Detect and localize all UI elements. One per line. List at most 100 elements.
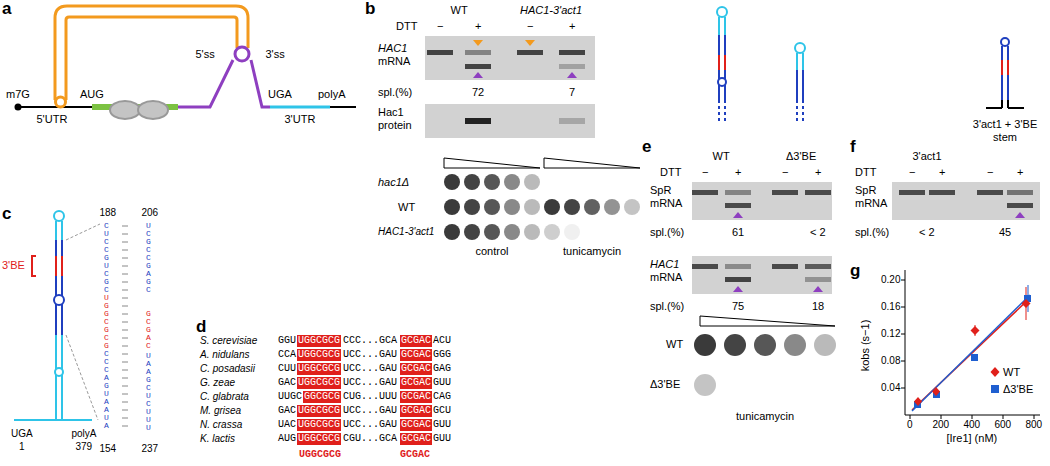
element-label: 3'BE <box>2 259 25 272</box>
yeast-spot <box>584 199 600 215</box>
construct-icons <box>724 17 726 35</box>
yeast-spot <box>544 199 560 215</box>
yeast-spot <box>564 199 580 215</box>
gel-panel-e-f <box>692 264 718 269</box>
mrna-schematic <box>66 17 237 100</box>
conserved-motif: GCGAC <box>400 405 432 417</box>
construct-icons <box>1001 60 1003 75</box>
panel-letter: f <box>850 138 856 156</box>
tick-label: 0.20 <box>881 274 900 286</box>
lane-sign: + <box>1017 166 1023 179</box>
kinetics-chart <box>901 334 905 335</box>
kinetics-chart <box>910 415 911 419</box>
sequence-flank: GCU <box>433 405 451 417</box>
condition-label: tunicamycin <box>563 245 621 258</box>
species-name: N. crassa <box>200 419 242 431</box>
gel-panel-e-f <box>725 203 751 208</box>
sequence-flank: GAC <box>278 405 296 417</box>
species-name: C. posadasii <box>200 363 255 375</box>
value-label: 75 <box>732 300 744 313</box>
gel-panel-e-f <box>692 182 1040 326</box>
sequence-strand: GCGAC <box>146 310 151 350</box>
construct-icons <box>718 17 720 35</box>
sequence-spacer: UCC...GAU <box>343 377 397 389</box>
yeast-spot <box>504 224 520 240</box>
species-name: M. grisea <box>200 405 241 417</box>
construct-icons <box>1001 100 1003 108</box>
sequence-flank: GGG <box>433 349 451 361</box>
sequence-spacer: CUG...UUU <box>343 391 397 403</box>
utr-hairpin <box>55 256 57 276</box>
mrna-schematic <box>56 97 66 107</box>
gel-panel-e-f <box>692 182 832 220</box>
species-name: A. nidulans <box>200 349 249 361</box>
utr-hairpin <box>55 240 57 256</box>
construct-icons <box>717 7 1024 122</box>
gel-panel-e-f <box>1015 212 1025 218</box>
utr-hairpin <box>55 368 63 376</box>
gel-panel-e-f <box>813 286 823 292</box>
conserved-motif: GCGAC <box>400 363 432 375</box>
utr-hairpin <box>61 240 63 256</box>
tick-label: 400 <box>964 419 981 431</box>
construct-icons <box>717 7 727 17</box>
yeast-spot <box>504 199 520 215</box>
sequence-flank: UAC <box>278 419 296 431</box>
construct-icons <box>724 100 726 122</box>
value-label: 45 <box>999 226 1011 239</box>
panel-letter: g <box>850 262 860 280</box>
sequence-spacer: CGU...GCA <box>343 433 397 445</box>
value-label: < 2 <box>810 226 826 239</box>
row-label: HAC1 <box>378 42 407 55</box>
construct-icons <box>1007 75 1009 100</box>
conserved-motif: GGCGCG <box>303 391 341 403</box>
row-label: DTT <box>396 20 417 33</box>
lane-header: WT <box>451 4 468 17</box>
mrna-schematic <box>110 101 140 119</box>
yeast-spot <box>484 199 500 215</box>
gel-panel-e-f <box>733 286 743 292</box>
yeast-spot <box>524 224 540 240</box>
row-label: spl.(%) <box>378 86 412 99</box>
strain-label: Δ3'BE <box>650 378 680 391</box>
kinetics-chart <box>941 415 942 419</box>
yeast-spot <box>544 224 560 240</box>
utr-hairpin <box>54 295 64 305</box>
construct-icons <box>986 107 1002 109</box>
gel-panel-b <box>425 36 640 168</box>
gel-panel-e-f <box>977 190 1003 195</box>
sequence-strand: UGGCGCG <box>104 294 109 350</box>
conserved-motif: GCGAC <box>400 433 432 445</box>
kinetics-chart <box>971 326 980 335</box>
construct-icons <box>796 53 798 70</box>
lane-sign: − <box>527 20 533 33</box>
lane-sign: − <box>782 166 788 179</box>
utr-hairpin <box>54 211 64 221</box>
yeast-spot <box>504 174 520 190</box>
conserved-motif: GCGAC <box>400 349 432 361</box>
gel-panel-b <box>425 36 595 80</box>
kinetics-chart <box>901 361 905 362</box>
gel-panel-b <box>425 104 595 138</box>
yeast-spot <box>724 334 746 356</box>
position-number: 154 <box>100 443 117 455</box>
value-label: 7 <box>569 86 575 99</box>
lane-sign: + <box>735 166 741 179</box>
gel-panel-e-f <box>692 190 718 195</box>
utr-hairpin <box>61 256 63 276</box>
sequence-strand: UAAGCUCUUU <box>146 352 151 432</box>
lane-sign: + <box>939 166 945 179</box>
condition-label: tunicamycin <box>736 410 794 423</box>
construct-icons <box>1007 46 1009 60</box>
sequence-flank: CUU <box>278 363 296 375</box>
row-label: mRNA <box>378 55 410 68</box>
mrna-schematic <box>270 106 330 109</box>
construct-icons <box>1001 75 1003 100</box>
gel-panel-b <box>525 40 535 46</box>
conserved-motif: GCGAC <box>400 377 432 389</box>
polya-label: polyA <box>72 428 97 440</box>
mrna-schematic <box>15 6 357 119</box>
position-number: 237 <box>142 443 159 455</box>
row-label: mRNA <box>650 197 682 210</box>
